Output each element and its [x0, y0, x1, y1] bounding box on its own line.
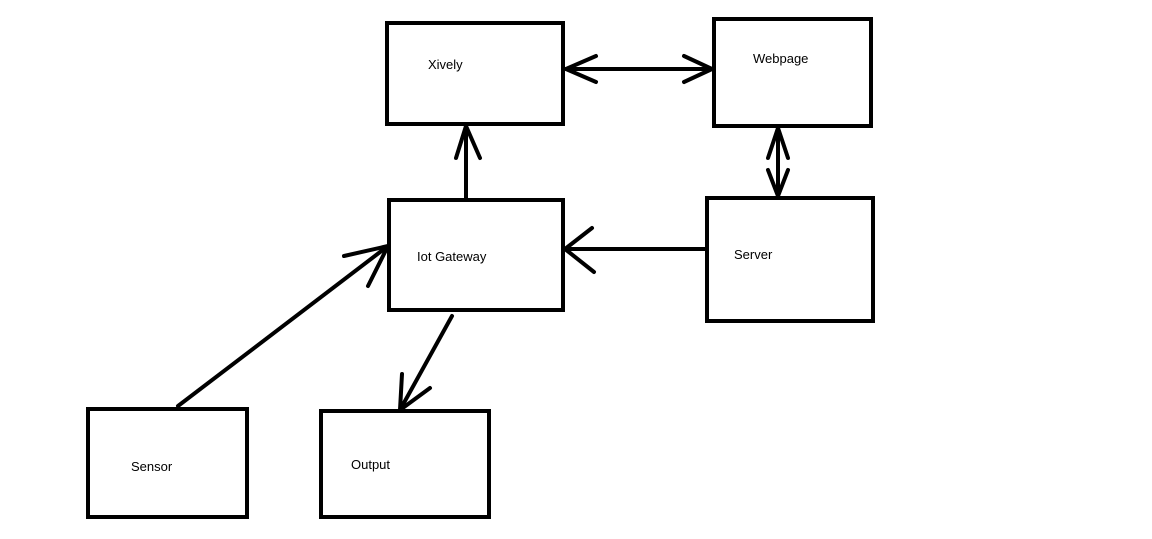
node-label-server: Server	[734, 247, 773, 262]
node-sensor: Sensor	[86, 407, 249, 519]
node-label-iot-gateway: Iot Gateway	[417, 249, 487, 264]
node-iot-gateway: Iot Gateway	[387, 198, 565, 312]
node-label-webpage: Webpage	[753, 51, 808, 66]
edge-gateway-xively	[454, 124, 482, 200]
node-output: Output	[319, 409, 491, 519]
edge-xively-webpage	[564, 54, 714, 84]
node-webpage: Webpage	[712, 17, 873, 128]
node-label-xively: Xively	[428, 57, 463, 72]
node-server: Server	[705, 196, 875, 323]
edge-server-gateway	[563, 226, 707, 274]
node-label-sensor: Sensor	[131, 459, 173, 474]
edge-webpage-server	[766, 126, 790, 198]
node-label-output: Output	[351, 457, 390, 472]
edge-sensor-gateway	[176, 244, 390, 408]
edge-gateway-output	[398, 314, 454, 412]
node-xively: Xively	[385, 21, 565, 126]
